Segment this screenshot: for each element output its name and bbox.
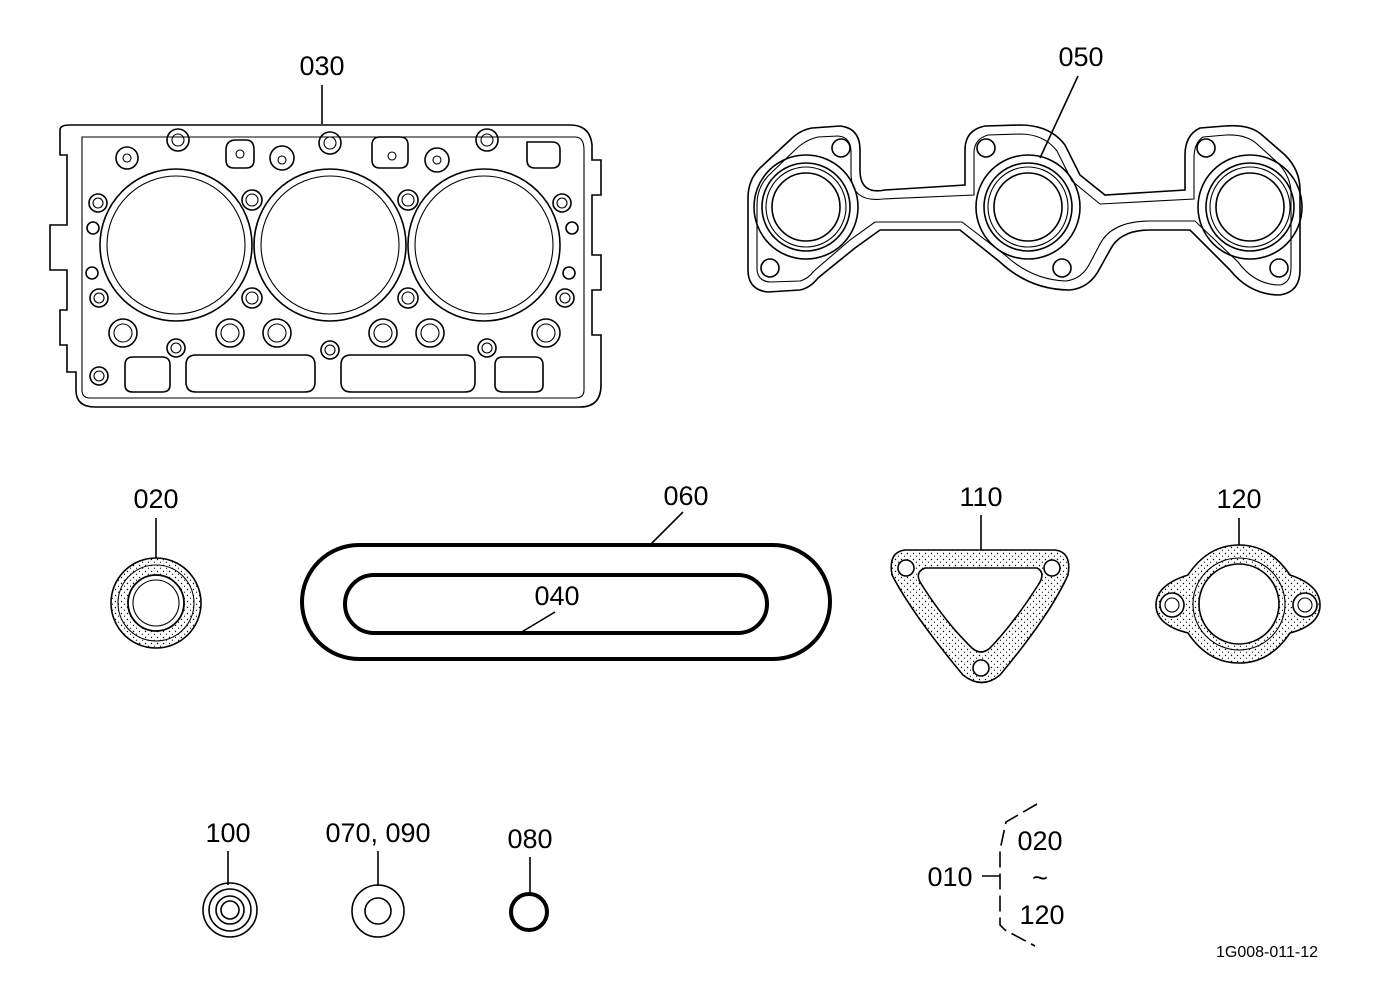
manifold-gasket: 050: [747, 42, 1303, 296]
bore-1: [99, 168, 253, 322]
manifold-gasket-outline: [747, 124, 1301, 296]
range-end-label: 120: [1019, 900, 1064, 930]
gasket-060: 060: [300, 481, 832, 661]
washer-070-090: 070, 090: [325, 818, 431, 938]
gasket-040: 040: [343, 573, 769, 635]
part-label-050: 050: [1058, 42, 1103, 72]
range-start-label: 020: [1017, 826, 1062, 856]
part-label-020: 020: [133, 484, 178, 514]
gasket-060-outline: [300, 543, 832, 661]
part-label-100: 100: [205, 818, 250, 848]
head-gasket-outline: [49, 124, 602, 408]
gasket-040-outline: [343, 573, 769, 635]
part-label-070-090: 070, 090: [325, 818, 430, 848]
part-label-110: 110: [959, 482, 1002, 512]
assembly-bracket: 010 020 ~ 120: [927, 803, 1065, 947]
seal-100: 100: [202, 818, 258, 938]
gasket-120: 120: [1155, 484, 1321, 664]
bore-3: [407, 168, 561, 322]
part-label-040: 040: [534, 581, 579, 611]
drawing-code: 1G008-011-12: [1216, 944, 1318, 961]
part-label-120: 120: [1216, 484, 1261, 514]
part-label-060: 060: [663, 481, 708, 511]
part-label-080: 080: [507, 824, 552, 854]
assembly-label-010: 010: [927, 862, 972, 892]
range-separator: ~: [1032, 863, 1048, 893]
cylinder-head-gasket: 030: [49, 51, 602, 408]
part-label-030: 030: [299, 51, 344, 81]
gasket-110: 110: [890, 482, 1070, 684]
oil-seal-020: 020: [110, 484, 202, 649]
o-ring-080: 080: [507, 824, 553, 932]
leader-050: [1039, 75, 1079, 159]
bore-2: [253, 168, 407, 322]
